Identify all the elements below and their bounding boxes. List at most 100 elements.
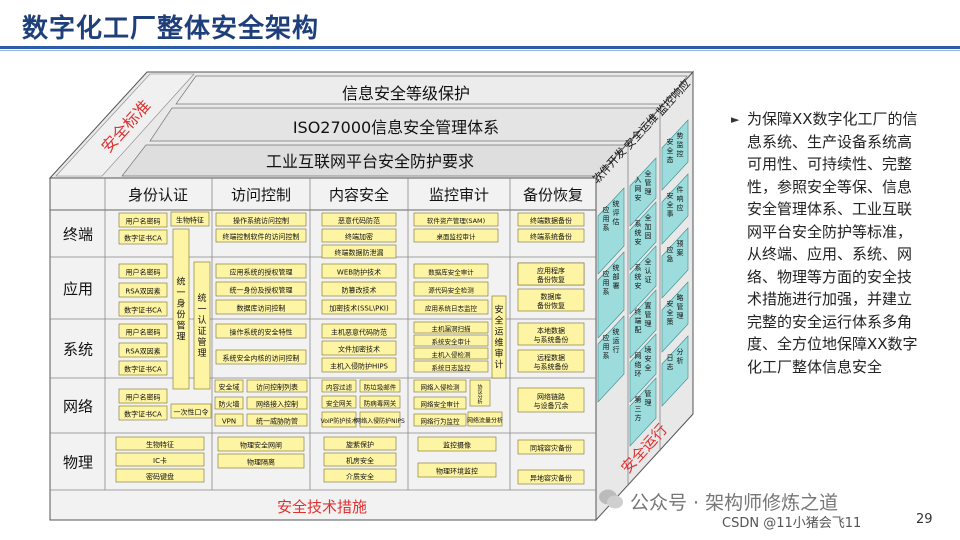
svg-text:理: 理 [197,348,206,359]
svg-text:与系统备份: 与系统备份 [534,335,569,344]
content-net: 防病毒网关 [359,395,401,409]
svg-text:应: 应 [677,203,684,212]
svg-text:与设备冗余: 与设备冗余 [534,401,569,410]
column-header-2: 内容安全 [329,186,389,204]
svg-text:操作系统访问控制: 操作系统访问控制 [233,216,289,225]
svg-text:理: 理 [645,188,652,196]
content-physical: 介质安全 [323,468,397,483]
svg-text:WEB防护技术: WEB防护技术 [337,268,381,277]
row-label-1: 应用 [63,280,93,298]
svg-text:统: 统 [613,199,620,208]
svg-text:环: 环 [635,370,642,378]
svg-text:系统安全内核的访问控制: 系统安全内核的访问控制 [223,354,300,363]
svg-text:全: 全 [645,257,652,266]
title-divider-thin [0,50,960,51]
svg-text:认: 认 [645,266,652,275]
svg-text:监控摄像: 监控摄像 [443,441,471,450]
svg-text:安: 安 [494,304,503,316]
access-physical: 物理隔离 [217,453,305,469]
title-divider [0,46,960,49]
svg-text:主机漏洞扫描: 主机漏洞扫描 [432,324,472,333]
svg-text:用户名密码: 用户名密码 [126,328,161,337]
svg-text:终端加密: 终端加密 [345,232,373,241]
svg-text:急: 急 [667,254,674,263]
svg-text:桌面监控审计: 桌面监控审计 [437,232,477,241]
svg-text:认: 认 [197,314,206,326]
svg-text:系: 系 [603,351,610,360]
page-number: 29 [916,512,933,527]
svg-text:分: 分 [677,347,684,356]
audit-net: 网络流量分析 [467,411,503,427]
svg-text:份: 份 [176,309,185,321]
svg-text:终端系统备份: 终端系统备份 [530,232,572,241]
content-cell: 主机恶意代码防范 [321,323,397,339]
svg-text:统: 统 [613,263,620,272]
id-shared-top: 生物特征 [170,211,210,227]
svg-text:介质安全: 介质安全 [346,472,374,481]
access-net: VPN [214,413,244,427]
svg-text:理: 理 [677,312,684,320]
svg-text:第: 第 [635,395,642,404]
svg-text:应: 应 [603,205,610,214]
svg-text:全: 全 [494,315,503,327]
svg-text:理: 理 [645,320,652,328]
audit-cell: 源代码安全检测 [413,281,489,297]
access-cell: 终端控制软件的访问控制 [215,228,307,243]
svg-text:运: 运 [494,327,503,338]
svg-text:全: 全 [667,308,674,317]
svg-text:维: 维 [494,337,503,349]
svg-text:加密技术(SSL\PKI): 加密技术(SSL\PKI) [329,304,389,313]
column-header-1: 访问控制 [231,186,291,204]
svg-text:数字证书CA: 数字证书CA [124,365,162,374]
row-label-4: 物理 [63,454,93,472]
content-physical: 旋紫保护 [323,436,397,451]
svg-text:系统日志监控: 系统日志监控 [432,363,472,372]
content-net: 网络入侵防护NIPS [355,411,405,428]
id-cell: 用户名密码 [118,323,168,339]
svg-text:全: 全 [645,213,652,222]
svg-text:用户名密码: 用户名密码 [126,393,161,402]
svg-text:析: 析 [677,356,684,365]
content-net: 内容过滤 [321,379,357,393]
svg-text:生物特征: 生物特征 [176,216,204,225]
backup-physical: 异地容灾备份 [517,469,585,485]
access-physical: 物理安全网闸 [217,436,305,452]
row-label-3: 网络 [63,398,93,416]
id-cell: 数字证书CA [118,405,168,421]
svg-text:文件加密技术: 文件加密技术 [338,345,380,354]
content-cell: WEB防护技术 [321,263,397,279]
svg-text:管: 管 [645,389,652,398]
row-label-0: 终端 [63,226,93,244]
svg-text:终端数据防泄漏: 终端数据防泄漏 [335,248,384,257]
svg-text:统: 统 [635,272,642,281]
id-otp: 一次性口令 [170,403,212,419]
svg-text:统: 统 [613,327,620,336]
svg-text:网络接入控制: 网络接入控制 [256,400,298,409]
svg-text:RSA双因素: RSA双因素 [125,347,160,356]
svg-text:态: 态 [667,155,674,164]
content-cell: 终端数据防泄漏 [321,244,397,259]
svg-text:分: 分 [477,394,482,401]
row-label-2: 系统 [63,341,93,359]
technology-cells: 用户名密码数字证书CA用户名密码RSA双因素数字证书CA用户名密码RSA双因素数… [115,211,585,485]
svg-text:VoIP防护技术: VoIP防护技术 [321,417,358,425]
svg-text:略: 略 [677,293,684,302]
svg-text:访问控制列表: 访问控制列表 [256,383,298,392]
svg-text:析: 析 [477,399,482,406]
svg-text:数字证书CA: 数字证书CA [124,306,162,315]
left-diagonal-band [55,73,195,177]
top-layer-label-1: 信息安全等级保护 [342,84,470,103]
audit-net: 网络行为监控 [413,413,467,427]
svg-text:应用系统日志监控: 应用系统日志监控 [425,304,478,313]
svg-text:防垃圾邮件: 防垃圾邮件 [364,383,397,392]
backup-physical: 同城容灾备份 [517,439,585,455]
svg-text:恶意代码防范: 恶意代码防范 [338,216,380,225]
